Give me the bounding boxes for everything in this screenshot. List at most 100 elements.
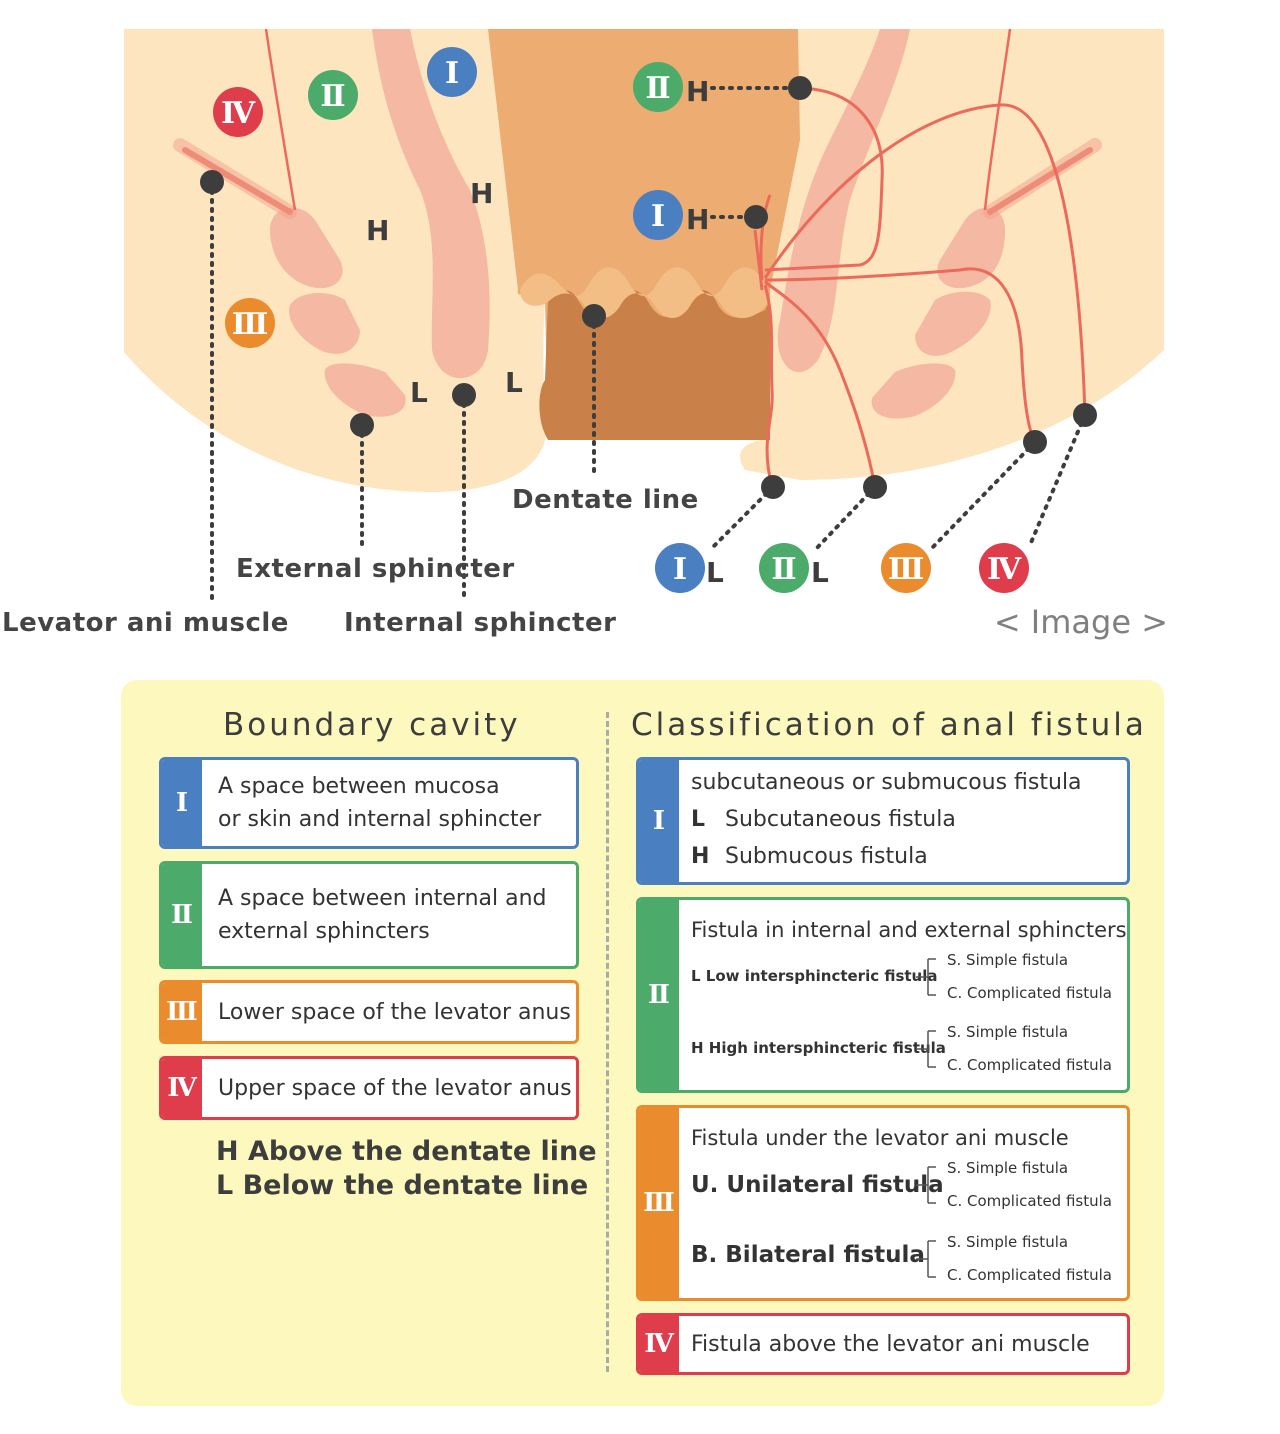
external-sphincter-left-3 [324,363,406,417]
marker-h-1: H [470,177,493,210]
levator-ani-right [983,138,1102,219]
boundary-badge-iii: Ⅲ [162,983,202,1041]
bracket-ii-high [916,1030,936,1068]
class-iii-bi-complicated: C. Complicated fistula [947,1266,1112,1284]
marker-l-1: L [410,376,428,409]
svg-text:Ⅱ: Ⅱ [645,71,670,106]
boundary-text-ii-2: external sphincters [218,919,430,944]
boundary-item-ii: Ⅱ A space between internal and external … [159,861,579,969]
class-ii-low: L Low intersphincteric fistula [691,967,938,985]
marker-h-2: H [366,214,389,247]
tag-i-h: H [686,203,709,236]
boundary-item-iii: Ⅲ Lower space of the levator anus [159,980,579,1044]
svg-text:Ⅱ: Ⅱ [320,79,345,114]
tag-ii-h: H [686,75,709,108]
label-dentate-line: Dentate line [512,485,699,515]
class-iii-unilateral: U. Unilateral fistula [691,1172,944,1198]
external-sphincter-right-1 [937,207,1005,289]
class-iii-uni-simple: S. Simple fistula [947,1159,1069,1177]
svg-text:Ⅲ: Ⅲ [888,552,925,587]
class-item-iii: Ⅲ Fistula under the levator ani muscle U… [636,1105,1130,1301]
bracket-ii-low [916,958,936,996]
class-ii-high: H High intersphincteric fistula [691,1039,946,1057]
svg-text:Ⅰ: Ⅰ [445,56,459,91]
class-item-i: Ⅰ subcutaneous or submucous fistula L Su… [636,757,1130,885]
classification-title: Classification of anal fistula [631,707,1147,743]
boundary-item-i: Ⅰ A space between mucosa or skin and int… [159,757,579,849]
fistula-tracks [753,86,1087,488]
class-ii-low-complicated: C. Complicated fistula [947,984,1112,1002]
svg-text:Ⅰ: Ⅰ [673,552,687,587]
class-ii-high-complicated: C. Complicated fistula [947,1056,1112,1074]
external-sphincter-left-2 [289,293,360,354]
badge-i-l: Ⅰ [655,543,705,593]
class-ii-heading: Fistula in internal and external sphinct… [691,918,1127,942]
boundary-badge-iv: Ⅳ [162,1059,202,1117]
leader-lines [210,86,1087,602]
bracket-iii-uni [916,1166,936,1204]
badge-i-left: Ⅰ [427,47,477,97]
class-badge-iii: Ⅲ [639,1108,679,1298]
svg-text:Ⅰ: Ⅰ [651,199,665,234]
class-item-iv: Ⅳ Fistula above the levator ani muscle [636,1313,1130,1375]
external-sphincter-left-1 [270,207,343,289]
boundary-text-iii: Lower space of the levator anus [218,999,571,1025]
legend-h: H Above the dentate line [216,1136,597,1167]
boundary-line-left [264,28,297,211]
class-iv-heading: Fistula above the levator ani muscle [691,1331,1090,1357]
label-external-sphincter: External sphincter [236,554,515,584]
svg-text:Ⅱ: Ⅱ [771,552,796,587]
class-badge-ii: Ⅱ [639,900,679,1090]
external-sphincter-right-2 [915,291,991,356]
anchor-dots [200,76,1097,499]
boundary-title: Boundary cavity [223,707,521,743]
class-iii-uni-complicated: C. Complicated fistula [947,1192,1112,1210]
badge-iv-left: Ⅳ [213,87,263,137]
badge-iii-left: Ⅲ [225,298,275,348]
internal-sphincter-left [372,29,490,379]
mucosa-folds [520,267,770,319]
tag-i-l: L [706,556,724,589]
badge-i-h: Ⅰ [633,190,683,240]
label-internal-sphincter: Internal sphincter [344,608,616,638]
svg-text:Ⅳ: Ⅳ [987,552,1022,587]
badge-ii-left: Ⅱ [308,70,358,120]
class-badge-iv: Ⅳ [639,1316,679,1372]
class-i-heading: subcutaneous or submucous fistula [691,770,1082,795]
levator-ani-left [173,138,297,219]
boundary-item-iv: Ⅳ Upper space of the levator anus [159,1056,579,1120]
boundary-badge-i: Ⅰ [162,760,202,846]
class-iii-heading: Fistula under the levator ani muscle [691,1126,1069,1150]
class-i-h-key: H [691,844,710,869]
hl-legend: H Above the dentate line L Below the den… [216,1135,597,1203]
boundary-text-iv: Upper space of the levator anus [218,1075,572,1101]
class-iii-bi-simple: S. Simple fistula [947,1233,1069,1251]
tag-ii-l: L [811,556,829,589]
column-divider [606,712,609,1372]
legend-l: L Below the dentate line [216,1170,589,1201]
badge-ii-l: Ⅱ [759,543,809,593]
info-panel: Boundary cavity Ⅰ A space between mucosa… [121,680,1164,1406]
svg-text:Ⅲ: Ⅲ [232,307,269,342]
boundary-text-i-1: A space between mucosa [218,774,500,799]
class-ii-high-simple: S. Simple fistula [947,1023,1069,1041]
class-i-h-text: Submucous fistula [725,844,928,869]
internal-sphincter-right [777,29,910,373]
badge-iv-right: Ⅳ [979,543,1029,593]
boundary-badge-ii: Ⅱ [162,864,202,966]
class-iii-bilateral: B. Bilateral fistula [691,1242,925,1268]
class-badge-i: Ⅰ [639,760,679,882]
class-i-l-key: L [691,807,706,832]
class-item-ii: Ⅱ Fistula in internal and external sphin… [636,897,1130,1093]
bracket-iii-bi [916,1240,936,1278]
boundary-line-right [983,28,1012,211]
class-i-l-text: Subcutaneous fistula [725,807,956,832]
marker-l-2: L [505,366,523,399]
image-caption: < Image > [994,603,1168,641]
class-ii-low-simple: S. Simple fistula [947,951,1069,969]
label-levator-ani: Levator ani muscle [2,608,289,638]
anatomy-diagram: Ⅳ Ⅱ Ⅰ Ⅲ Ⅱ Ⅰ Ⅰ Ⅱ Ⅲ Ⅳ H H L L H H L L [2,28,1168,641]
boundary-text-ii-1: A space between internal and [218,886,547,911]
badge-ii-h: Ⅱ [633,62,683,112]
badge-iii-right: Ⅲ [881,543,931,593]
